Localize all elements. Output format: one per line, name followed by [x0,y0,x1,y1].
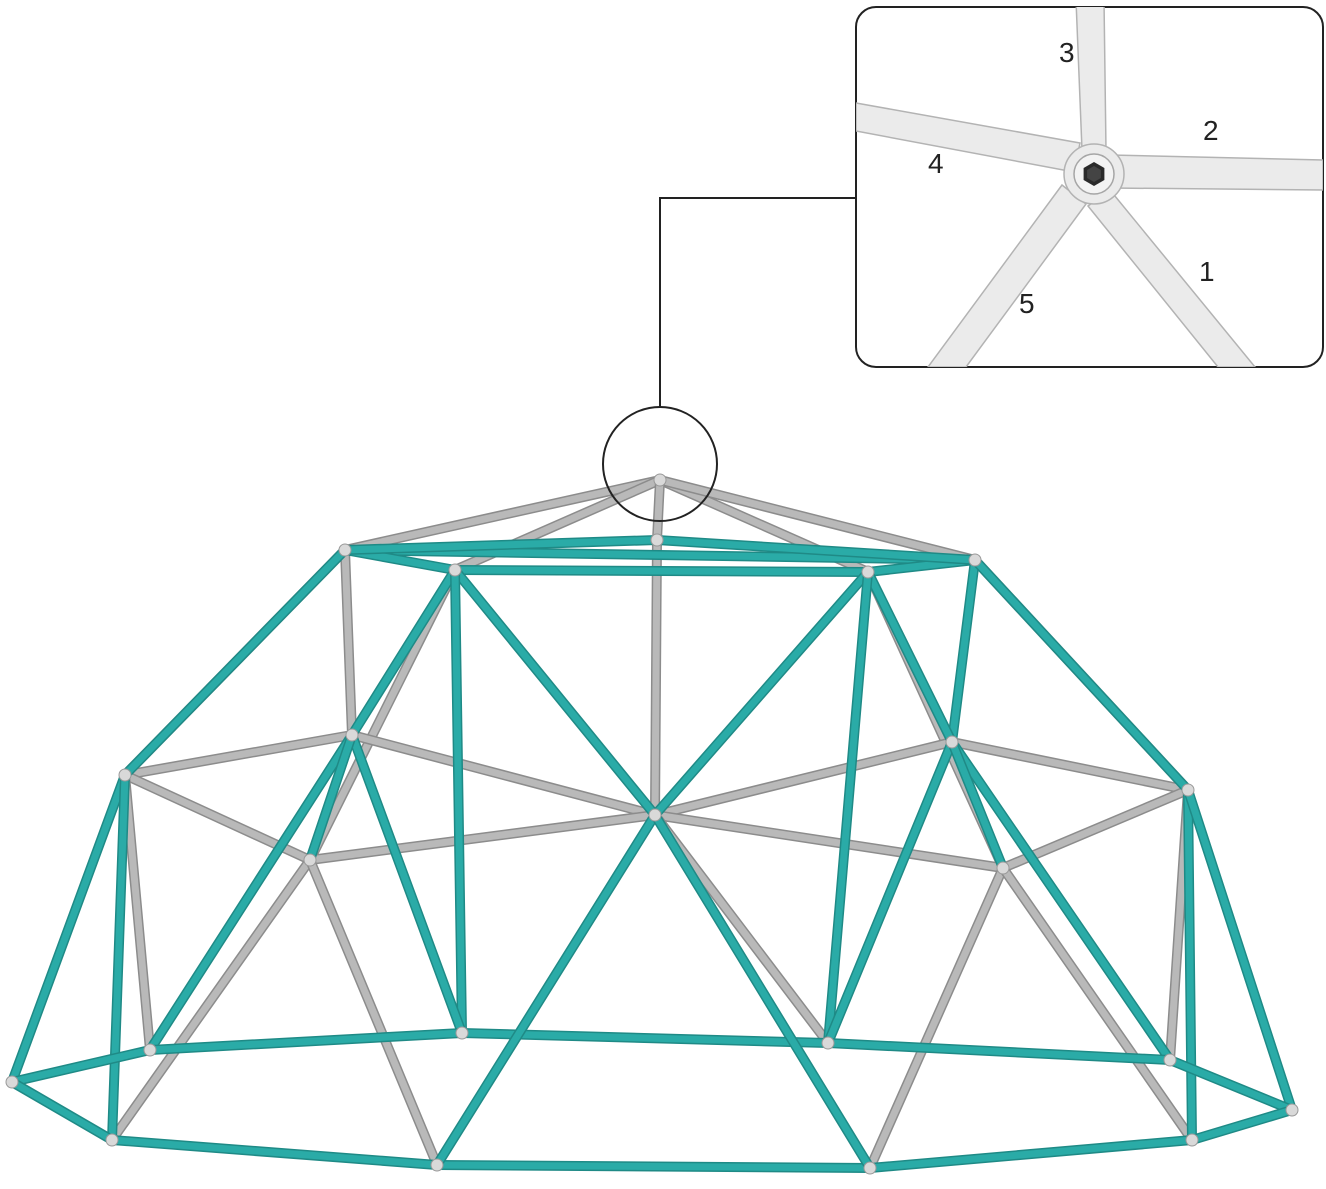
hub-node [1163,1053,1177,1067]
gray-strut [999,864,1196,1144]
teal-strut [824,1039,1174,1064]
gray-strut [121,731,356,779]
gray-strut [306,811,659,864]
teal-strut [108,771,129,1144]
teal-strut [864,568,956,746]
hub-node [945,735,959,749]
hub-node [968,553,982,567]
gray-strut [948,738,1192,794]
geodesic-dome [5,473,1299,1175]
teal-strut [651,811,874,1172]
hub-node [303,853,317,867]
detail-strut-3 [1075,7,1107,151]
hub-connectors [5,473,1299,1175]
hub-node [455,1026,469,1040]
gray-strut [306,566,459,864]
gray-strut [348,731,659,819]
hub-node [648,808,662,822]
teal-strut [948,738,1174,1064]
teal-strut [121,546,349,779]
teal-strut [8,1078,116,1144]
teal-strut [1166,1056,1296,1114]
teal-strut [1188,1106,1296,1144]
callout-leader [602,197,856,522]
teal-strut [866,1136,1196,1172]
teal-strut [1184,786,1196,1144]
detail-hub-view [856,7,1323,367]
gray-strut [306,856,441,1169]
teal-strut [948,556,979,746]
leader-line [659,197,856,407]
gray-strut [341,546,356,739]
teal-strut [146,731,356,1054]
hub-node [650,533,664,547]
hub-node [338,543,352,557]
gray-strut [651,811,1007,872]
gray-strut [341,476,664,554]
teal-strut [451,566,659,819]
gray-strut [651,536,661,819]
teal-struts [7,535,1297,1173]
teal-strut [348,566,459,739]
teal-strut [451,566,872,576]
hub-node [1181,783,1195,797]
teal-strut [971,556,1192,794]
hub-node [448,563,462,577]
teal-strut [8,1046,154,1086]
gray-strut [653,476,664,544]
strut-label-1: 1 [1199,256,1215,287]
gray-strut [108,856,314,1144]
hex-bolt-highlight [1087,166,1101,182]
teal-strut [1184,786,1296,1114]
teal-strut [433,1161,874,1172]
teal-strut [824,568,872,1047]
hub-node [5,1075,19,1089]
teal-strut [651,568,872,819]
teal-strut [306,731,356,864]
strut-label-4: 4 [928,148,944,179]
gray-strut [651,738,956,819]
teal-strut [948,738,1007,872]
hub-node [118,768,132,782]
teal-strut [451,566,466,1037]
hub-node [345,728,359,742]
gray-strut [866,864,1007,1172]
teal-strut [348,731,466,1037]
hub-node [143,1043,157,1057]
hub-node [653,473,667,487]
hub-node [821,1036,835,1050]
hub-node [996,861,1010,875]
teal-strut [653,536,979,564]
teal-strut [341,536,661,554]
detail-strut-2 [1109,154,1323,191]
teal-strut [8,771,129,1086]
strut-label-5: 5 [1019,288,1035,319]
teal-strut [108,1136,441,1169]
strut-label-3: 3 [1059,37,1075,68]
gray-strut [656,476,979,564]
hub-node [1285,1103,1299,1117]
hub-node [861,565,875,579]
hub-node [430,1158,444,1172]
hub-node [1185,1133,1199,1147]
teal-strut [433,811,659,1169]
teal-strut [146,1029,466,1054]
strut-label-2: 2 [1203,115,1219,146]
teal-strut [824,738,956,1047]
hub-node [863,1161,877,1175]
gray-strut [121,771,154,1054]
detail-inset: 3 2 4 1 5 [855,6,1324,368]
hub-node [105,1133,119,1147]
